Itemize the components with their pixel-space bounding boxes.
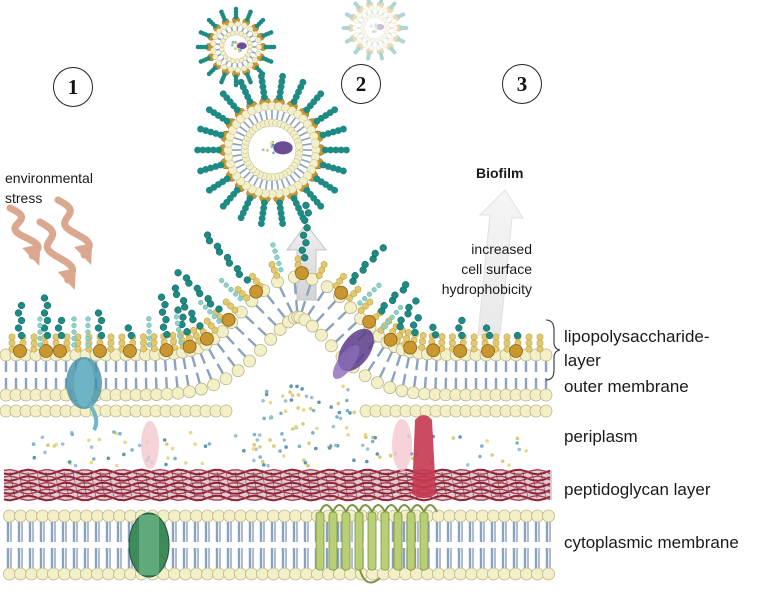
periplasm-label: periplasm [564, 427, 638, 447]
environmental-stress-line-2: stress [5, 188, 93, 208]
lps-line-2: layer [564, 349, 710, 373]
lps-label: lipopolysaccharide- layer [564, 325, 710, 373]
cytoplasmic-membrane-bilayer [4, 510, 555, 580]
peptidoglycan-mesh [4, 470, 552, 501]
hydrophobicity-line-1: increased [430, 239, 532, 259]
step-3-number: 3 [517, 72, 528, 97]
step-2-circle: 2 [341, 64, 381, 104]
step-3-circle: 3 [502, 64, 542, 104]
outer-membrane-vesicles [194, 0, 408, 227]
step-1-circle: 1 [53, 67, 93, 107]
hydrophobicity-line-3: hydrophobicity [430, 279, 532, 299]
hydrophobicity-label: increased cell surface hydrophobicity [430, 239, 532, 299]
lps-line-1: lipopolysaccharide- [564, 325, 710, 349]
environmental-stress-label: environmental stress [5, 168, 93, 208]
cytoplasmic-membrane-label: cytoplasmic membrane [564, 533, 739, 553]
step-2-number: 2 [356, 72, 367, 97]
environmental-stress-line-1: environmental [5, 168, 93, 188]
hydrophobicity-line-2: cell surface [430, 259, 532, 279]
biofilm-label: Biofilm [476, 165, 523, 181]
step-1-number: 1 [68, 75, 79, 100]
peptidoglycan-label: peptidoglycan layer [564, 480, 710, 500]
outer-membrane-label: outer membrane [564, 377, 689, 397]
